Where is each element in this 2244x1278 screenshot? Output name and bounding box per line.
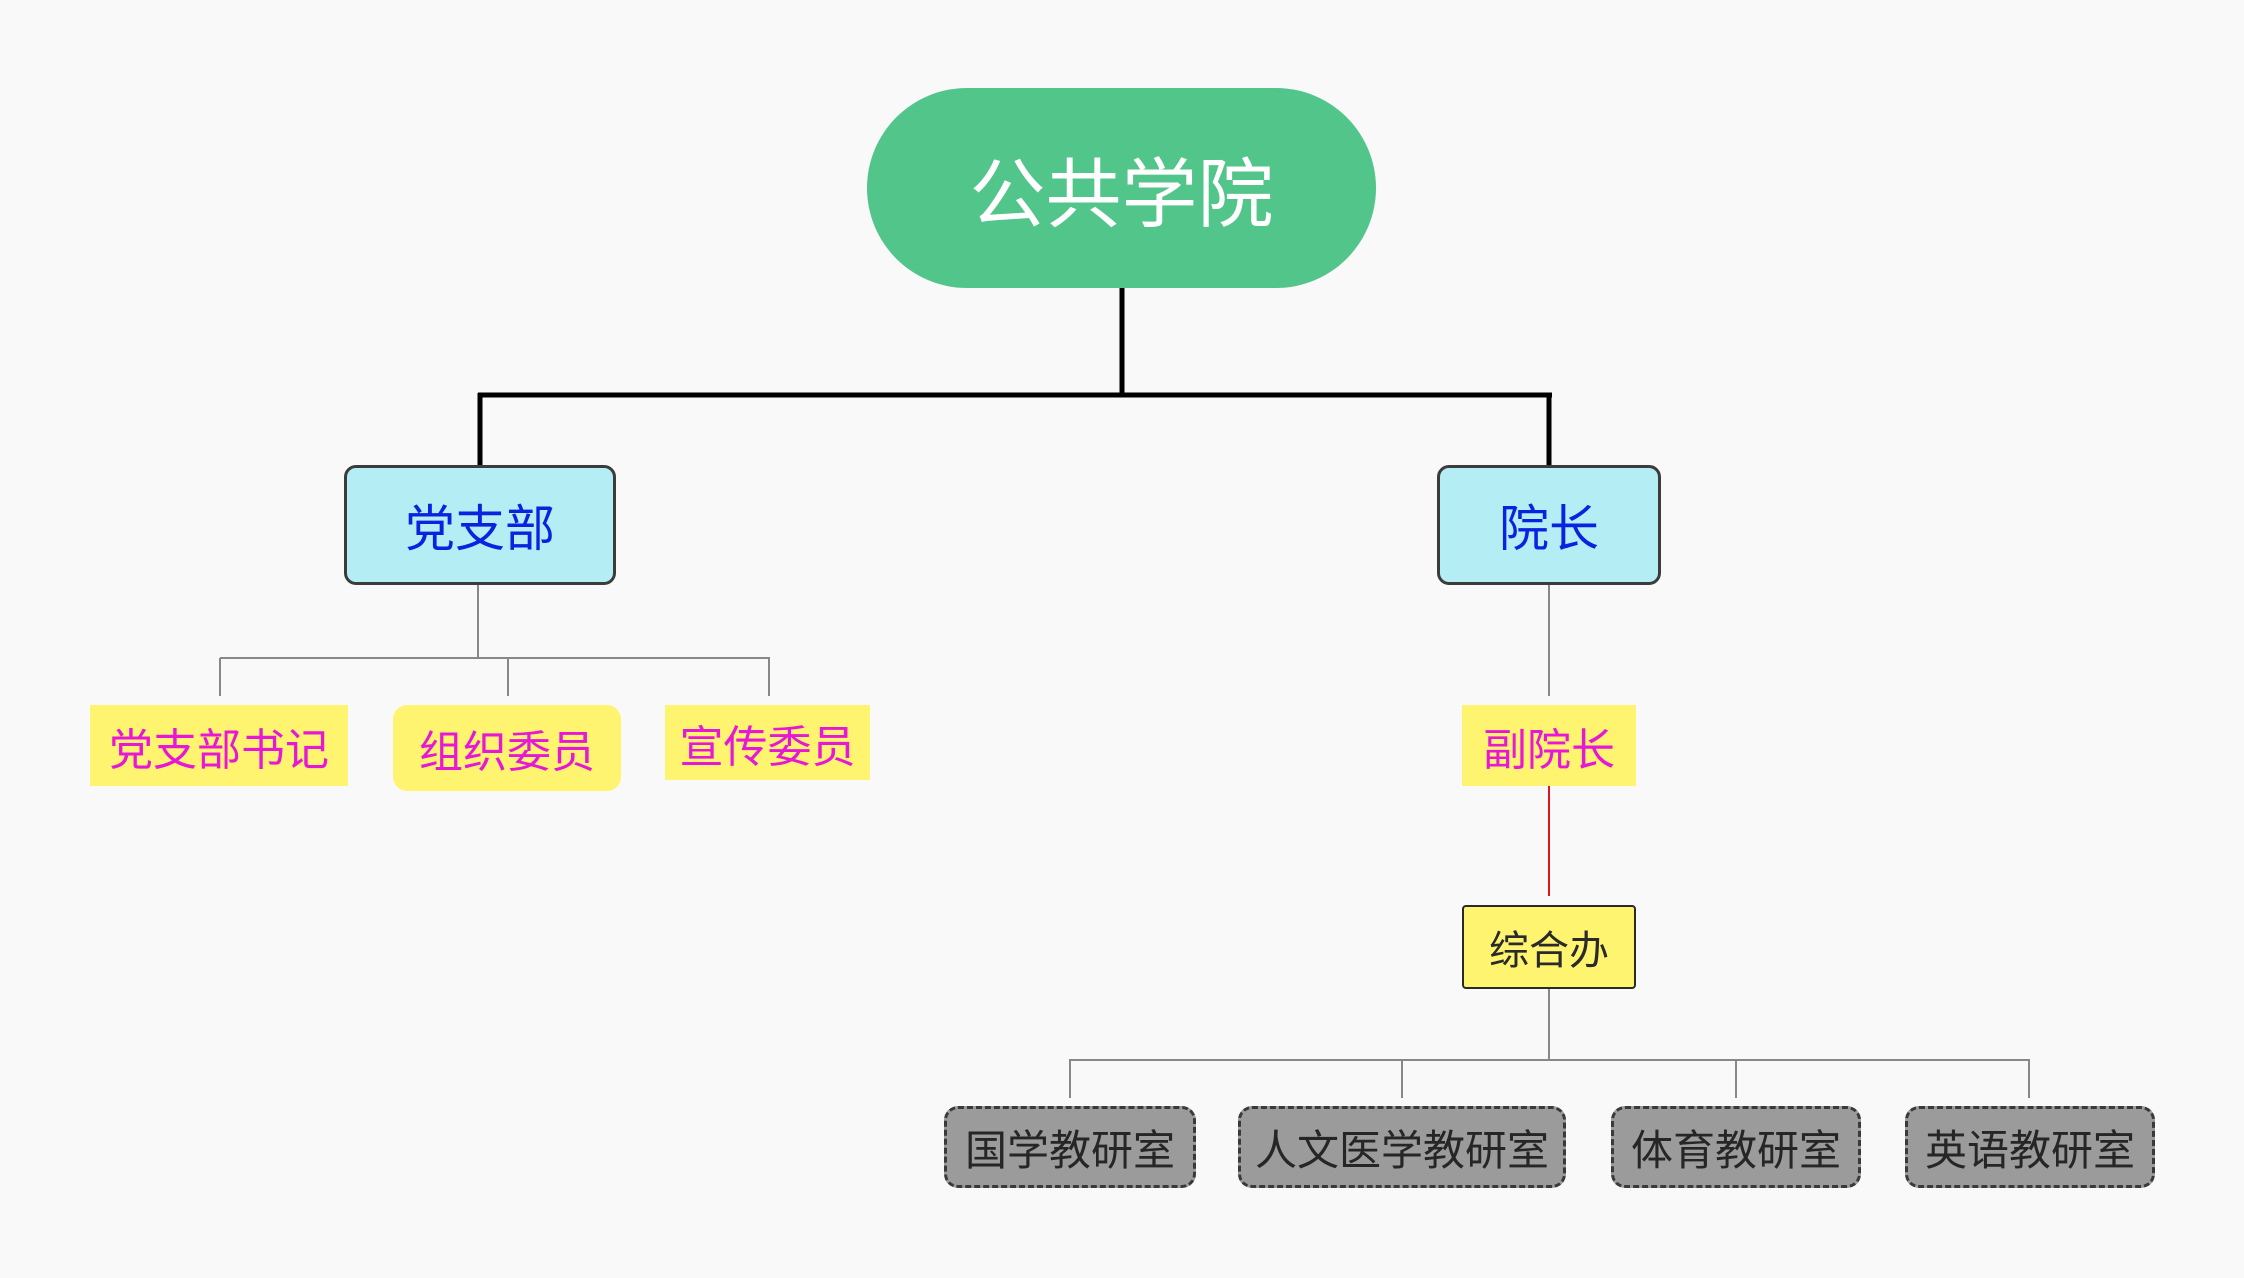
root-node-public-college[interactable]: 公共学院 (867, 88, 1376, 288)
organization-member-label: 组织委员 (419, 727, 595, 778)
root-node-label: 公共学院 (969, 150, 1274, 239)
vice-dean-label: 副院长 (1483, 724, 1615, 776)
node-propaganda-member[interactable]: 宣传委员 (665, 705, 870, 780)
dean-label: 院长 (1499, 500, 1599, 558)
physical-education-office-label: 体育教研室 (1630, 1125, 1841, 1175)
node-medical-humanities-office[interactable]: 人文医学教研室 (1238, 1106, 1566, 1188)
party-branch-label: 党支部 (405, 500, 555, 558)
node-party-secretary[interactable]: 党支部书记 (90, 705, 348, 786)
propaganda-member-label: 宣传委员 (679, 721, 856, 773)
node-party-branch[interactable]: 党支部 (344, 465, 616, 585)
office-connectors (1069, 989, 2030, 1098)
root-connectors (477, 288, 1552, 465)
node-english-office[interactable]: 英语教研室 (1905, 1106, 2155, 1188)
node-physical-education-office[interactable]: 体育教研室 (1611, 1106, 1861, 1188)
node-organization-member[interactable]: 组织委员 (393, 705, 621, 791)
medical-humanities-office-label: 人文医学教研室 (1254, 1125, 1549, 1175)
party-branch-connectors (219, 585, 770, 696)
node-dean[interactable]: 院长 (1437, 465, 1661, 585)
node-vice-dean[interactable]: 副院长 (1462, 705, 1636, 786)
general-office-label: 综合办 (1489, 928, 1609, 974)
sinology-office-label: 国学教研室 (964, 1125, 1175, 1175)
party-secretary-label: 党支部书记 (109, 724, 329, 776)
english-office-label: 英语教研室 (1924, 1125, 2135, 1175)
node-general-office[interactable]: 综合办 (1462, 905, 1636, 989)
node-sinology-office[interactable]: 国学教研室 (944, 1106, 1196, 1188)
